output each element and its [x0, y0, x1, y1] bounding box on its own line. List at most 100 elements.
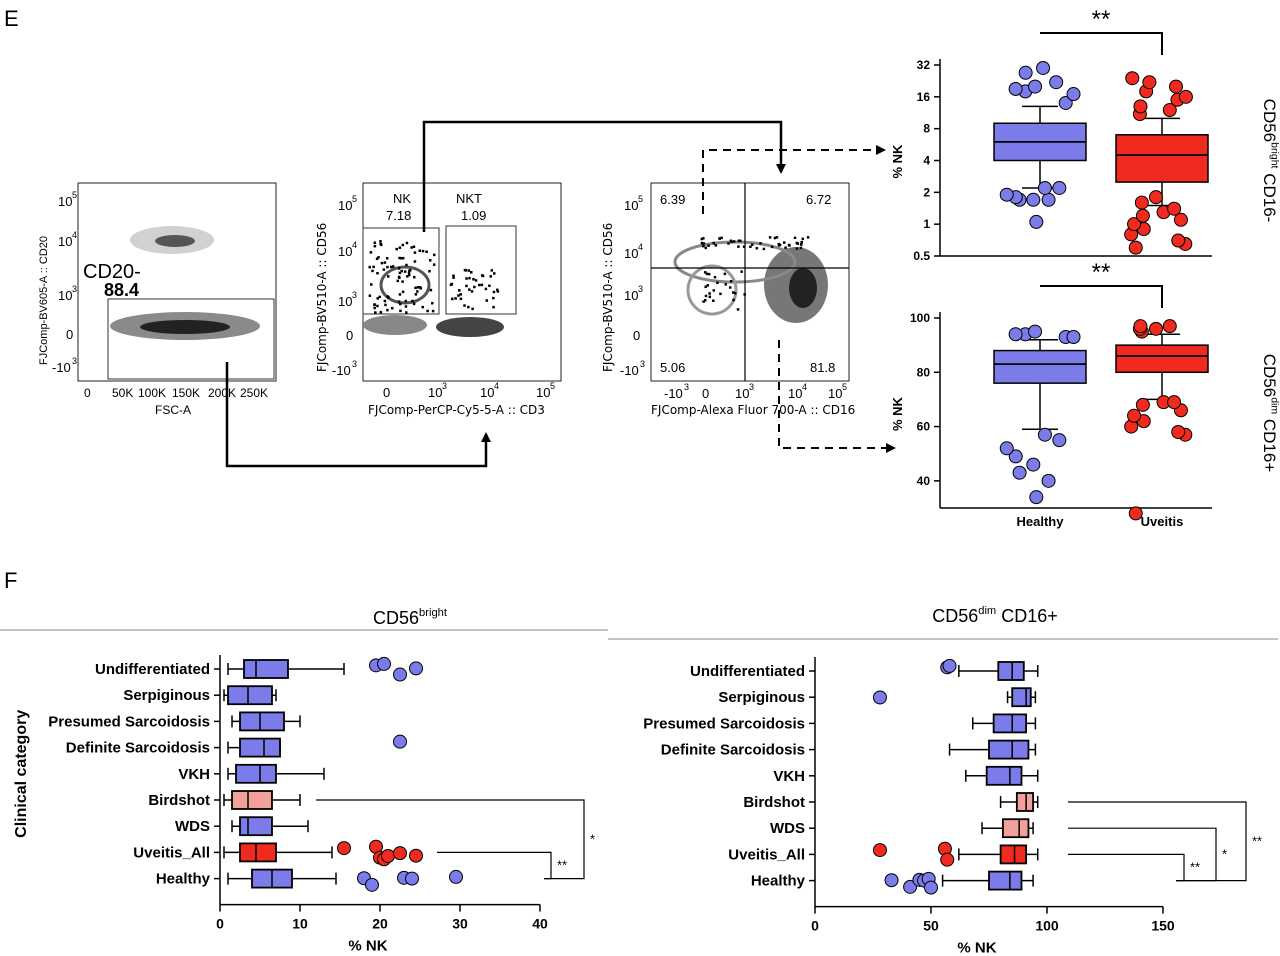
quadrant-lr-value: 81.8 — [810, 360, 835, 375]
y-axis-label: % NK — [890, 144, 905, 179]
y-tick-exp: 5 — [638, 194, 643, 204]
event-dot — [480, 283, 484, 287]
event-dot — [799, 246, 803, 250]
event-dot — [727, 242, 730, 245]
outlier-point — [1037, 427, 1052, 442]
x-tick: 50K — [112, 386, 133, 400]
event-dot — [414, 286, 417, 290]
significance-bracket — [1068, 801, 1247, 882]
y-tick-label: 2 — [923, 185, 930, 199]
box — [999, 844, 1028, 865]
x-tick: 10 — [828, 386, 842, 401]
outlier-point — [999, 187, 1014, 202]
event-dot — [407, 273, 411, 277]
outlier-point — [1026, 457, 1041, 472]
event-dot — [400, 256, 403, 260]
quadrant-ul-value: 6.39 — [660, 192, 685, 207]
event-dot — [390, 306, 394, 310]
significance-label: * — [590, 831, 595, 846]
event-dot — [495, 288, 499, 292]
event-dot — [373, 303, 376, 306]
y-tick-exp: 3 — [72, 356, 77, 366]
box — [231, 790, 273, 810]
outlier-point — [1167, 201, 1182, 216]
outlier-point — [1171, 425, 1186, 439]
event-dot — [400, 269, 404, 273]
flow-y-label: FJComp-BV510-A :: CD56 — [601, 223, 615, 372]
event-dot — [416, 286, 420, 289]
event-dot — [421, 249, 425, 253]
event-dot — [452, 276, 455, 279]
x-tick-label: 150 — [1151, 918, 1175, 934]
significance-label: ** — [1092, 6, 1111, 33]
significance-bracket — [1068, 827, 1217, 882]
y-tick-exp: 3 — [352, 290, 357, 300]
outlier-point — [1167, 395, 1182, 410]
outlier-point — [1018, 65, 1033, 80]
outlier-point — [1142, 75, 1157, 90]
outlier-point — [1148, 321, 1163, 336]
event-dot — [489, 275, 493, 278]
y-tick-label: 8 — [923, 122, 930, 136]
x-tick-exp: 4 — [494, 381, 499, 391]
event-dot — [768, 236, 772, 239]
y-tick: -10 — [52, 360, 71, 375]
event-dot — [418, 286, 422, 289]
cd20-positive-core — [155, 235, 195, 247]
x-tick-exp: 3 — [684, 382, 689, 392]
flow-plot-cd56-cd3: NK 7.18 NKT 1.09 10 5 10 4 10 3 0 -10 3 … — [315, 182, 562, 417]
nkt-gate-value: 1.09 — [461, 208, 486, 223]
event-dot — [707, 272, 711, 276]
outlier-point — [1133, 99, 1148, 114]
event-dot — [380, 261, 384, 265]
event-dot — [464, 269, 468, 272]
event-dot — [492, 296, 495, 300]
event-dot — [730, 240, 733, 244]
chart-title: CD56bright — [373, 607, 448, 628]
x-tick-label: Uveitis — [1141, 514, 1184, 529]
event-dot — [432, 253, 436, 257]
event-dot — [432, 263, 436, 266]
event-dot — [465, 277, 468, 280]
y-tick-exp: 3 — [640, 359, 645, 369]
x-tick-exp: 3 — [749, 382, 754, 392]
box — [1002, 818, 1030, 839]
box — [988, 739, 1030, 760]
outlier-point — [393, 667, 407, 682]
event-dot — [449, 283, 453, 287]
outlier-point — [1052, 180, 1067, 195]
arrow-quadrant-lr — [778, 340, 896, 453]
box — [1011, 687, 1032, 708]
outlier-point — [1028, 324, 1043, 339]
event-dot — [474, 279, 478, 282]
box — [239, 842, 277, 863]
event-dot — [787, 243, 791, 247]
side-label: CD56bright CD16- — [1260, 99, 1280, 223]
x-axis-label: % NK — [957, 940, 996, 956]
event-dot — [377, 256, 380, 259]
event-dot — [379, 240, 382, 243]
flow-plot-cd56-cd16: 6.39 6.72 5.06 81.8 10 5 10 4 10 3 0 -10… — [601, 182, 855, 417]
event-dot — [762, 247, 766, 251]
significance-bracket — [1068, 853, 1185, 882]
arrow-cd20-to-nk — [225, 362, 491, 468]
event-dot — [707, 244, 710, 247]
event-dot — [390, 265, 393, 269]
outlier-point — [872, 843, 887, 858]
event-dot — [731, 291, 735, 294]
y-tick: -10 — [620, 363, 639, 378]
event-dot — [712, 299, 715, 302]
box — [1015, 792, 1034, 812]
event-dot — [403, 270, 407, 273]
event-dot — [368, 294, 372, 297]
event-dot — [777, 244, 781, 247]
y-tick: 0 — [633, 328, 640, 343]
event-dot — [371, 269, 374, 273]
event-dot — [700, 241, 704, 245]
category-label: Presumed Sarcoidosis — [643, 715, 805, 732]
y-tick-exp: 4 — [352, 240, 357, 250]
event-dot — [493, 272, 496, 275]
outlier-point — [1128, 240, 1143, 255]
outlier-point — [409, 848, 423, 863]
